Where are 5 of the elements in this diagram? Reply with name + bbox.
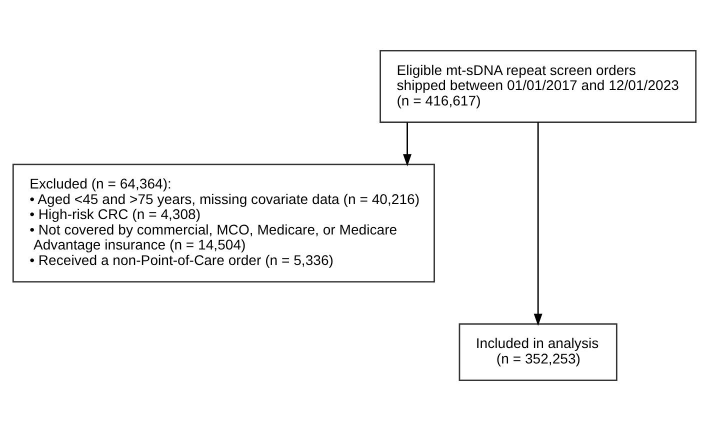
node-box: Eligible mt-sDNA repeat screen orders shipped between 01/01/2017 and 12/01/2023 (n = 416,617): [380, 49, 697, 122]
node-box: Excluded (n = 64,364): • Aged <45 and >75 years, missing covariate data (n = 40,216) • High-risk CRC (n = 4,308) • Not covered by commercial, MCO, Medicare, or Medicare Advantage insurance (n = 14,504) • Received a non-Point-of-Care order (n = 5,336): [12, 163, 435, 282]
arrow: [403, 122, 412, 166]
node-box: Included in analysis (n = 352,253): [458, 322, 618, 381]
arrow: [534, 122, 542, 326]
